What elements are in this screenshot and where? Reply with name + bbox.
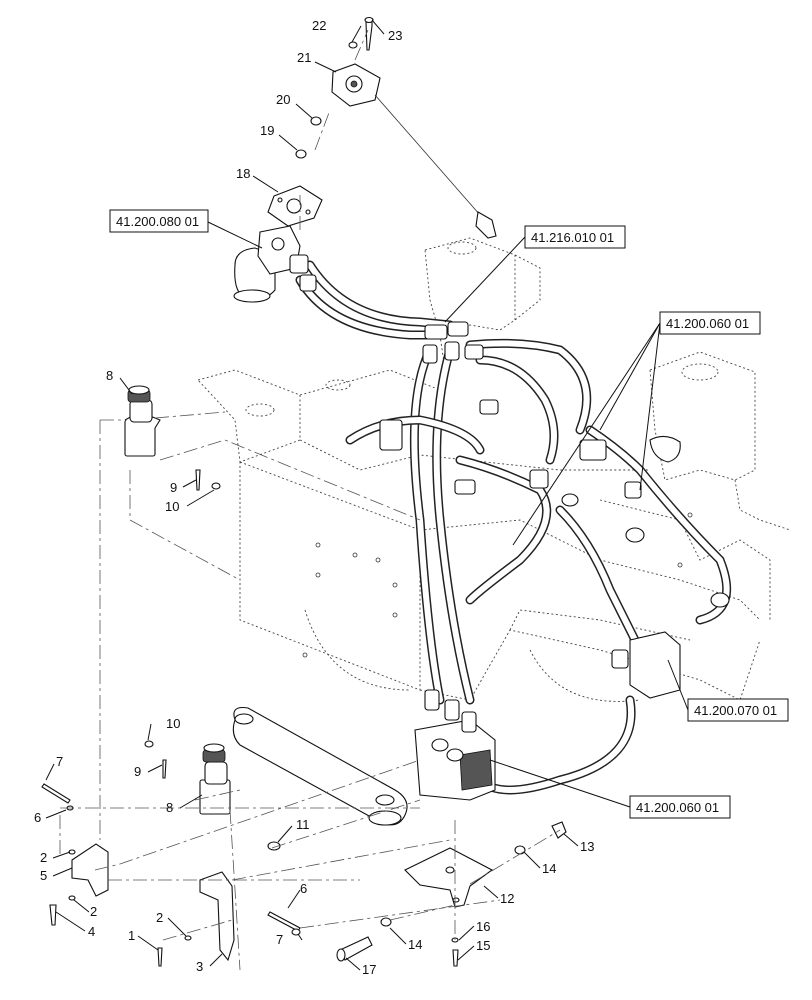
sensor-assembly <box>267 16 497 239</box>
callout-9-lower: 9 <box>134 764 141 779</box>
ref-valve-block: 41.200.070 01 <box>694 703 777 718</box>
hydraulic-hoses <box>295 260 732 795</box>
callout-13: 13 <box>580 839 594 854</box>
lower-axle <box>232 706 408 826</box>
solenoid-valve-upper <box>124 385 161 457</box>
bracket-assembly <box>336 821 567 967</box>
ref-valve-lines-lower: 41.200.060 01 <box>636 800 719 815</box>
callout-8-upper: 8 <box>106 368 113 383</box>
callout-17: 17 <box>362 962 376 977</box>
callout-2-c: 2 <box>156 910 163 925</box>
left-hardware <box>41 469 301 967</box>
callout-7-right: 7 <box>276 932 283 947</box>
callout-2-a: 2 <box>40 850 47 865</box>
callout-14-left: 14 <box>408 937 422 952</box>
callout-7-left: 7 <box>56 754 63 769</box>
callout-11: 11 <box>296 817 310 832</box>
callout-18: 18 <box>236 166 250 181</box>
ref-hose-assembly: 41.216.010 01 <box>531 230 614 245</box>
callout-15: 15 <box>476 938 490 953</box>
callout-leaders <box>45 19 689 971</box>
callout-10-upper: 10 <box>165 499 179 514</box>
callout-5: 5 <box>40 868 47 883</box>
callout-21: 21 <box>297 50 311 65</box>
callout-1: 1 <box>128 928 135 943</box>
callout-10-lower: 10 <box>166 716 180 731</box>
callout-12: 12 <box>500 891 514 906</box>
callout-2-b: 2 <box>90 904 97 919</box>
plate-holes <box>302 512 693 658</box>
hydraulic-pump <box>233 225 317 303</box>
fittings <box>379 321 730 801</box>
ref-pump: 41.200.080 01 <box>116 214 199 229</box>
callout-3: 3 <box>196 959 203 974</box>
callout-14-right: 14 <box>542 861 556 876</box>
callout-22: 22 <box>312 18 326 33</box>
callout-20: 20 <box>276 92 290 107</box>
solenoid-valve-lower <box>199 743 231 815</box>
ref-valve-lines-upper: 41.200.060 01 <box>666 316 749 331</box>
callout-6-right: 6 <box>300 881 307 896</box>
callout-numbers: 22 23 21 20 19 18 8 9 10 10 9 8 7 6 2 5 … <box>34 18 594 977</box>
callout-19: 19 <box>260 123 274 138</box>
callout-6-left: 6 <box>34 810 41 825</box>
callout-16: 16 <box>476 919 490 934</box>
callout-8-lower: 8 <box>166 800 173 815</box>
callout-9-upper: 9 <box>170 480 177 495</box>
callout-23: 23 <box>388 28 402 43</box>
assembly-centerlines <box>59 29 561 971</box>
reference-labels: 41.200.080 01 41.216.010 01 41.200.060 0… <box>109 209 789 819</box>
callout-4: 4 <box>88 924 95 939</box>
